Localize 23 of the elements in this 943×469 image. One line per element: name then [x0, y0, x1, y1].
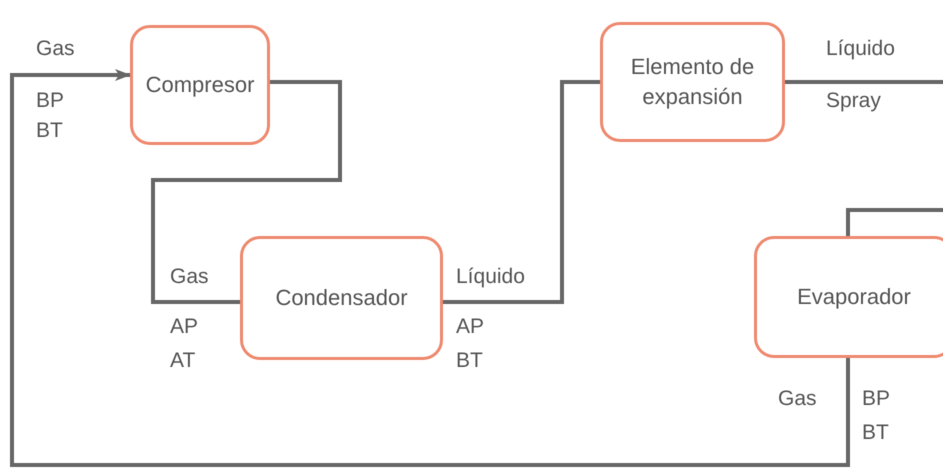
state-label: Gas	[778, 386, 817, 412]
state-label: AT	[170, 348, 196, 374]
pipe-line	[443, 80, 600, 304]
state-label: Gas	[36, 36, 75, 62]
state-label: Líquido	[456, 264, 525, 290]
state-label: Spray	[826, 88, 881, 114]
arrow	[10, 69, 850, 467]
state-label: BP	[862, 386, 890, 412]
state-label: AP	[456, 314, 484, 340]
state-label: BT	[36, 118, 63, 144]
pipe-line	[846, 208, 943, 236]
state-label: Gas	[170, 264, 209, 290]
process-box: Elemento de expansión	[600, 22, 785, 142]
process-box: Evaporador	[754, 236, 943, 358]
pipe-line	[151, 80, 342, 304]
pipe-line	[785, 80, 943, 84]
state-label: BT	[456, 348, 483, 374]
process-box: Compresor	[130, 25, 270, 145]
state-label: BT	[862, 420, 889, 446]
process-box: Condensador	[240, 236, 443, 360]
state-label: Líquido	[826, 36, 895, 62]
state-label: AP	[170, 314, 198, 340]
state-label: BP	[36, 88, 64, 114]
